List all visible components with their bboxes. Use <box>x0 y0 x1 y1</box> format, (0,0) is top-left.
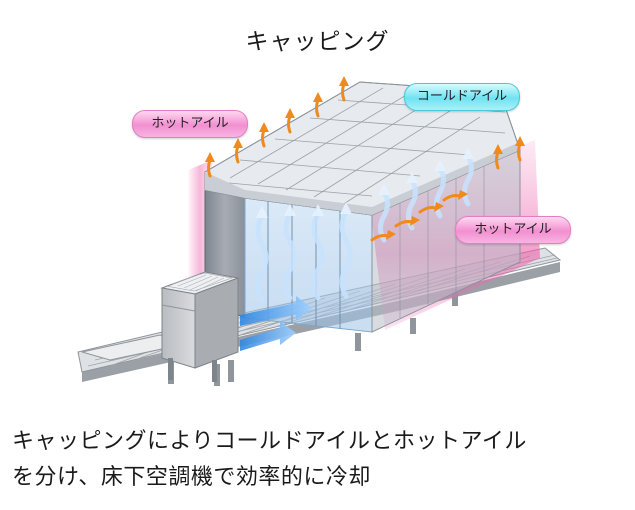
hot-aisle-label-right: ホットアイル <box>455 216 571 244</box>
cold-aisle-label: コールドアイル <box>404 83 520 111</box>
caption-line-1: キャッピングによりコールドアイルとホットアイル <box>12 429 527 454</box>
cold-air-flow-arrows <box>240 296 312 351</box>
caption-line-2: を分け、床下空調機で効率的に冷却 <box>12 465 371 490</box>
capping-diagram <box>77 76 562 386</box>
hot-aisle-label-left: ホットアイル <box>132 110 248 138</box>
cold-air-rising-arrows <box>255 153 474 303</box>
page-title: キャッピング <box>245 29 390 55</box>
crac-unit <box>160 271 240 382</box>
caption: キャッピングによりコールドアイルとホットアイル を分け、床下空調機で効率的に冷却 <box>12 424 627 496</box>
